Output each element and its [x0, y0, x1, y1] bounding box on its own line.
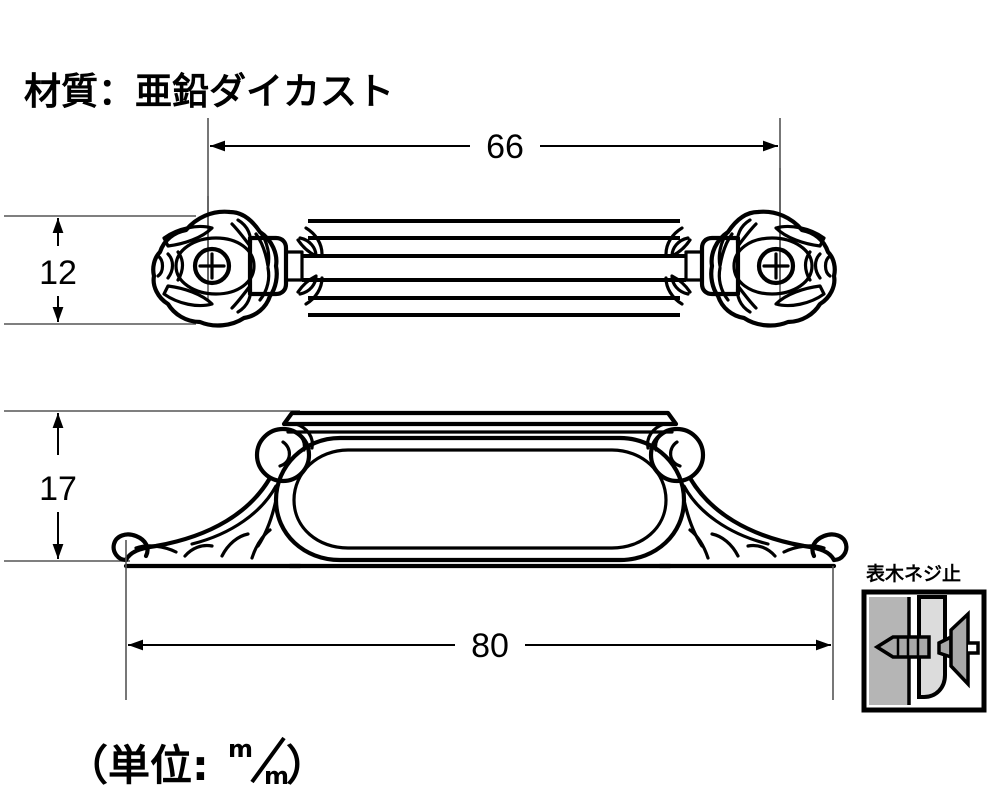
top-view: [153, 168, 835, 325]
dimension-66: 66: [207, 118, 781, 282]
unit-note-open: （単位:: [66, 741, 209, 790]
right-scroll-foot: [646, 422, 849, 569]
unit-note-close: ）: [286, 741, 328, 790]
dimension-17-value: 17: [39, 470, 77, 508]
dimension-80-value: 80: [471, 627, 509, 665]
dimension-80: 80: [125, 540, 834, 700]
front-wood-screw-mounting-detail: 表木ネジ止: [861, 562, 987, 713]
material-label: 材質：亜鉛ダイカスト: [24, 70, 394, 113]
unit-numerator: m: [228, 735, 253, 763]
dimension-17: 17: [4, 410, 300, 562]
left-scroll-foot: [111, 422, 314, 569]
dimension-12: 12: [4, 215, 196, 325]
dimension-12-value: 12: [39, 254, 77, 292]
fluted-shaft: [302, 219, 686, 317]
dimension-66-value: 66: [486, 128, 524, 166]
side-view: [111, 410, 849, 569]
screw-icon: [873, 635, 931, 659]
unit-note: （単位: m m ）: [66, 735, 328, 790]
inset-label: 表木ネジ止: [866, 562, 961, 585]
unit-denominator: m: [264, 762, 289, 790]
